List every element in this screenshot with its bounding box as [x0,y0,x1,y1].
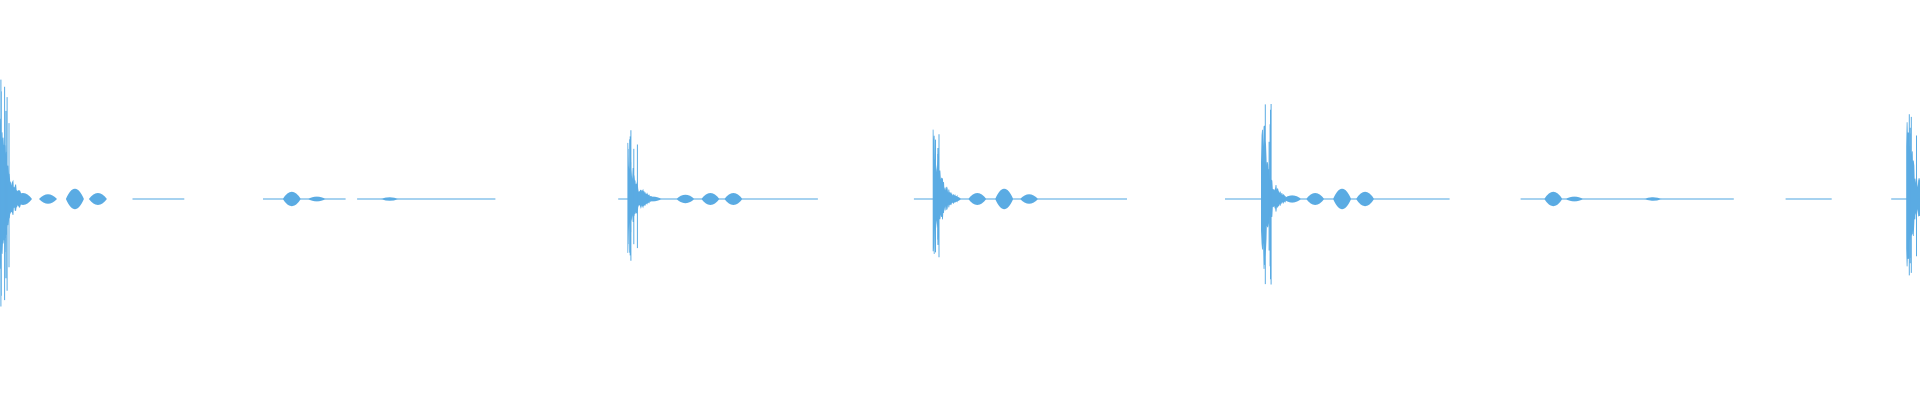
wavelet [1565,196,1584,202]
wavelet [701,193,720,205]
wavelet [39,194,57,204]
wavelet [65,188,84,210]
wavelet [724,193,743,205]
wavelet [282,191,301,207]
waveform-trace [0,79,1920,307]
wavelet [1020,194,1039,204]
transient-burst [932,129,958,255]
wavelet [968,193,987,205]
wavelet [1306,193,1325,205]
transient-burst [627,142,653,253]
wavelet [1333,188,1352,210]
wavelet [1544,191,1563,207]
wavelet [88,193,107,205]
wavelet [1644,197,1663,201]
transient-burst [0,118,25,269]
wavelet [995,188,1014,210]
wavelet [1283,195,1302,203]
wavelet [307,196,326,202]
wavelet [1356,191,1375,207]
wavelet [676,194,695,204]
wavelet [380,197,399,201]
